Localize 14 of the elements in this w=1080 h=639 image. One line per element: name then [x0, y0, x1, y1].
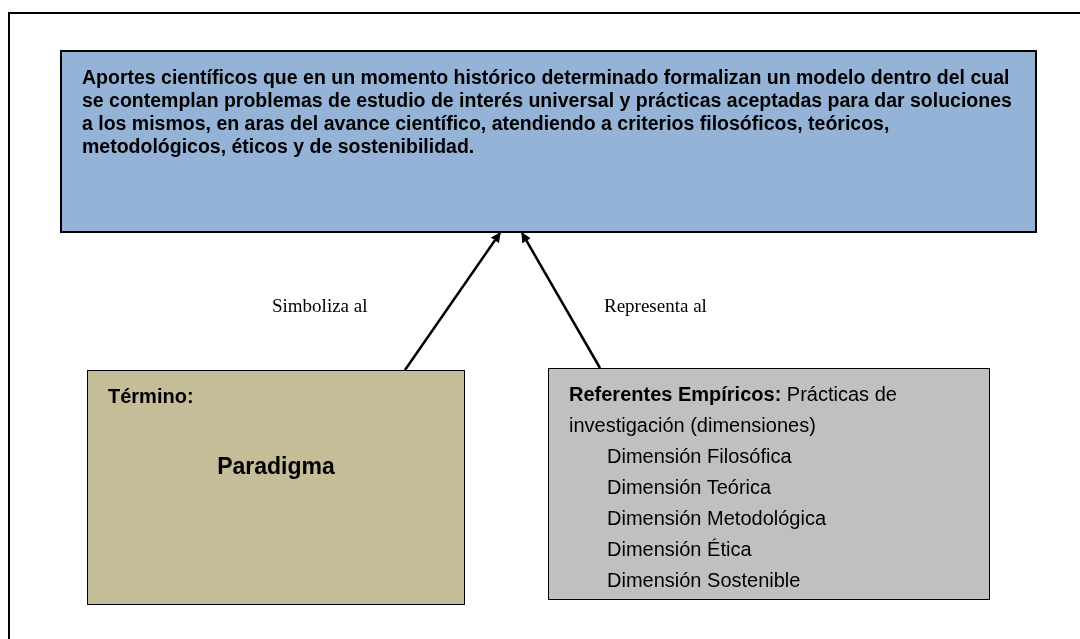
term-heading: Término:	[108, 384, 195, 409]
dimension-item: Dimensión Ética	[606, 537, 753, 562]
referents-box	[548, 368, 990, 600]
definition-box	[60, 50, 1037, 233]
term-box	[87, 370, 465, 605]
referents-description: Referentes Empíricos: Prácticas de investigación (dimensiones)	[569, 382, 898, 438]
arrow	[403, 232, 502, 371]
dimension-item: Dimensión Metodológica	[606, 506, 827, 531]
term-text: Paradigma	[216, 452, 336, 481]
definition-text: Aportes científicos que en un momento histórico determinado formalizan un modelo dentro del cual se contemplan problemas de estudio de interés universal y prácticas aceptadas para dar soluciones a los mismos, en aras del avance científico, atendiendo a criterios filosóficos, teóricos, metodológicos, éticos y de sostenibilidad.	[82, 66, 1013, 158]
dimension-item: Dimensión Teórica	[606, 475, 773, 500]
dimension-item: Dimensión Sostenible	[606, 568, 802, 593]
arrow	[520, 232, 602, 369]
dimension-item: Dimensión Filosófica	[606, 444, 793, 469]
